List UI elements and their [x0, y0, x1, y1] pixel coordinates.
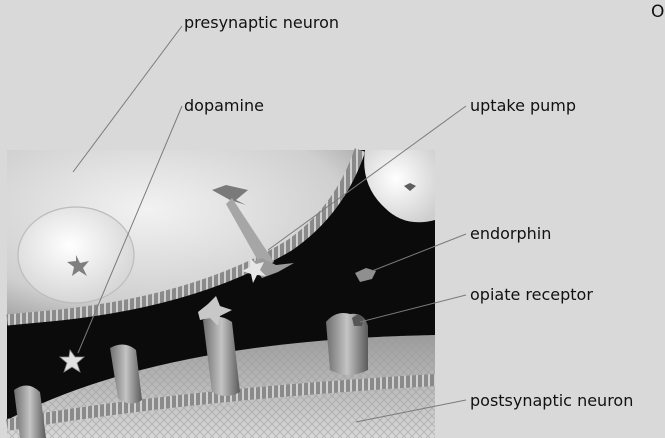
opiate-receptor-label: opiate receptor	[470, 286, 593, 304]
corner-mark: O	[651, 2, 664, 22]
dopamine-label: dopamine	[184, 97, 264, 115]
postsynaptic-neuron-label: postsynaptic neuron	[470, 392, 633, 410]
uptake-pump-label: uptake pump	[470, 97, 576, 115]
presynaptic-vesicle-left	[18, 207, 134, 303]
presynaptic-neuron-label: presynaptic neuron	[184, 14, 339, 32]
endorphin-label: endorphin	[470, 225, 551, 243]
opiate-receptor-shape	[326, 313, 368, 375]
